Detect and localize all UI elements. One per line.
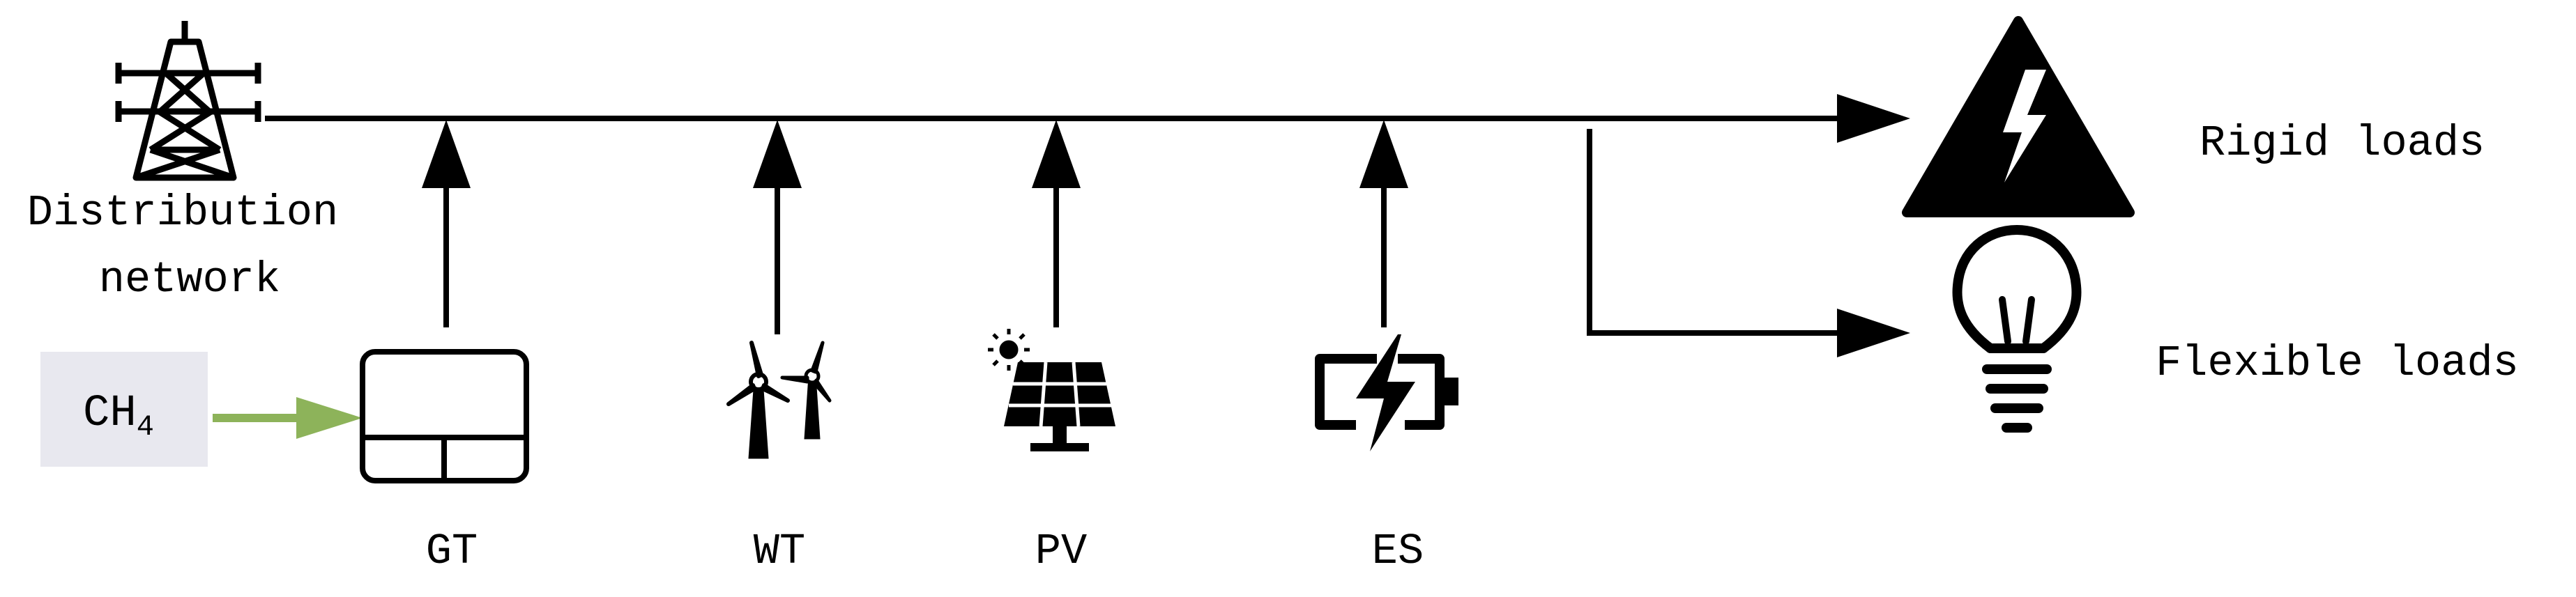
light-bulb-icon [1952, 225, 2082, 433]
gas-turbine-box-icon [360, 349, 529, 483]
battery-charging-icon [1315, 334, 1458, 451]
gas-flow-arrow-head [296, 397, 363, 439]
solar-panel-icon [988, 329, 1115, 451]
ch4-subscript: 4 [137, 410, 154, 444]
wind-turbine-icon [726, 341, 832, 459]
pv-label: PV [1035, 527, 1087, 576]
lightning-warning-icon [1902, 16, 2135, 217]
flexible-branch-line [1587, 129, 1868, 336]
wt-label: WT [754, 527, 805, 576]
wt-arrow-head [753, 120, 802, 188]
ch4-box [40, 352, 208, 467]
es-label: ES [1372, 527, 1424, 576]
ch4-main: CH [83, 389, 137, 439]
flexible-loads-label: Flexible loads [2156, 339, 2519, 388]
flexible-arrow-head [1837, 309, 1910, 357]
rigid-loads-label: Rigid loads [2200, 118, 2485, 168]
distribution-label-line1: Distribution [27, 188, 338, 238]
es-arrow-head [1359, 120, 1408, 188]
gt-label: GT [426, 527, 478, 576]
gt-arrow-head [422, 120, 471, 188]
transmission-tower-icon [115, 21, 261, 181]
distribution-label-line2: network [99, 255, 280, 304]
ch4-label: CH4 [83, 389, 154, 444]
pv-arrow-head [1032, 120, 1081, 188]
bus-arrow-head [1837, 94, 1910, 143]
